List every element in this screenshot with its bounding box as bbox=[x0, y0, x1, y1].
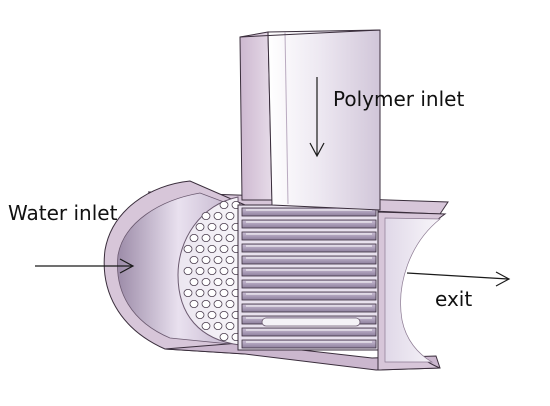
polymer-inlet-tube bbox=[239, 29, 381, 211]
perforation-hole bbox=[207, 288, 217, 297]
perforation-hole bbox=[207, 222, 217, 231]
tube-fin bbox=[241, 279, 377, 289]
tube-fin bbox=[241, 303, 377, 313]
perforation-hole bbox=[213, 233, 223, 242]
perforation-hole bbox=[213, 321, 223, 330]
perforation-hole bbox=[195, 244, 205, 253]
tube-fin bbox=[241, 219, 377, 229]
perforation-hole bbox=[189, 277, 199, 286]
inlet-tube-bore bbox=[267, 29, 381, 211]
perforation-hole bbox=[189, 299, 199, 308]
perforation-hole bbox=[195, 266, 205, 275]
tube-fin bbox=[241, 339, 377, 349]
perforation-holes bbox=[183, 200, 241, 341]
tube-fin bbox=[241, 327, 377, 337]
perforation-hole bbox=[189, 233, 199, 242]
perforation-hole bbox=[225, 277, 235, 286]
inlet-tube-inner-edge bbox=[284, 31, 289, 205]
perforation-hole bbox=[219, 332, 229, 341]
perforation-hole bbox=[219, 266, 229, 275]
right-shell-interior bbox=[384, 217, 441, 363]
perforation-hole bbox=[207, 244, 217, 253]
perforation-hole bbox=[201, 299, 211, 308]
perforation-hole bbox=[183, 266, 193, 275]
perforation-hole bbox=[213, 299, 223, 308]
inner-rod bbox=[261, 317, 361, 327]
perforation-hole bbox=[195, 222, 205, 231]
tube-fin bbox=[241, 267, 377, 277]
inlet-tube-wall bbox=[239, 31, 273, 201]
perforation-hole bbox=[201, 277, 211, 286]
perforation-hole bbox=[201, 321, 211, 330]
perforation-hole bbox=[219, 310, 229, 319]
tube-fin bbox=[241, 243, 377, 253]
exit-label: exit bbox=[435, 287, 473, 311]
perforated-plate bbox=[177, 196, 241, 346]
perforation-hole bbox=[201, 255, 211, 264]
perforation-hole bbox=[213, 211, 223, 220]
perforation-hole bbox=[201, 233, 211, 242]
perforation-hole bbox=[213, 255, 223, 264]
water-flow-arrow bbox=[35, 258, 135, 274]
perforation-hole bbox=[225, 299, 235, 308]
perforation-hole bbox=[195, 288, 205, 297]
water-inlet-label: Water inlet bbox=[8, 201, 118, 225]
perforation-hole bbox=[201, 211, 211, 220]
inlet-tube-rim bbox=[239, 29, 381, 38]
perforation-hole bbox=[219, 244, 229, 253]
tube-fin bbox=[241, 255, 377, 265]
tube-bundle bbox=[237, 204, 379, 351]
polymer-flow-arrow bbox=[309, 77, 325, 158]
perforation-hole bbox=[219, 288, 229, 297]
polymer-inlet-label: Polymer inlet bbox=[333, 87, 465, 111]
perforation-hole bbox=[183, 288, 193, 297]
exit-flow-arrow bbox=[406, 271, 511, 287]
tube-fin bbox=[241, 291, 377, 301]
perforation-hole bbox=[207, 310, 217, 319]
perforation-hole bbox=[219, 222, 229, 231]
tube-fin bbox=[241, 231, 377, 241]
perforation-hole bbox=[189, 255, 199, 264]
perforation-hole bbox=[225, 211, 235, 220]
perforation-hole bbox=[225, 321, 235, 330]
perforation-hole bbox=[225, 255, 235, 264]
perforation-hole bbox=[219, 200, 229, 209]
perforation-hole bbox=[183, 244, 193, 253]
perforation-hole bbox=[195, 310, 205, 319]
tube-fin bbox=[241, 207, 377, 217]
perforation-hole bbox=[213, 277, 223, 286]
perforation-hole bbox=[207, 266, 217, 275]
flow-arrows bbox=[35, 77, 511, 287]
perforation-hole bbox=[225, 233, 235, 242]
